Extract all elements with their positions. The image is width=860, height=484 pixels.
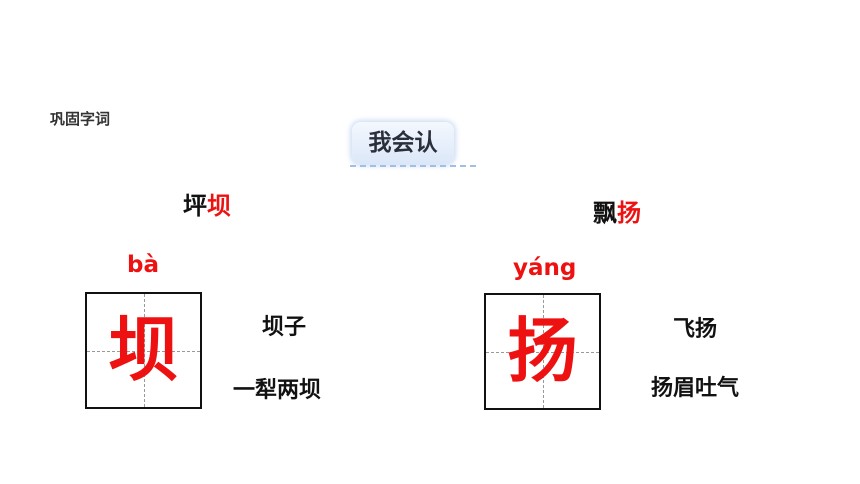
left-pinyin: bà bbox=[127, 252, 159, 278]
lesson-badge: 我会认 bbox=[352, 122, 454, 164]
right-pinyin: yáng bbox=[513, 255, 577, 281]
badge-underline bbox=[350, 165, 476, 167]
left-tianzige-box: 坝 bbox=[85, 292, 202, 409]
right-word-prefix: 飘 bbox=[593, 199, 617, 227]
grid-horizontal-line bbox=[486, 351, 599, 353]
left-phrase-2: 一犁两坝 bbox=[233, 378, 322, 403]
right-phrase-2: 扬眉吐气 bbox=[651, 376, 740, 401]
right-tianzige-box: 扬 bbox=[484, 293, 601, 410]
right-word-highlight: 扬 bbox=[617, 199, 641, 227]
right-character: 扬 bbox=[507, 310, 578, 392]
left-phrase-1: 坝子 bbox=[262, 315, 307, 340]
grid-horizontal-line bbox=[87, 350, 200, 352]
left-character: 坝 bbox=[108, 309, 179, 391]
left-word-prefix: 坪 bbox=[183, 192, 207, 220]
section-title: 巩固字词 bbox=[50, 110, 111, 128]
left-word-highlight: 坝 bbox=[207, 192, 231, 220]
left-word: 坪坝 bbox=[183, 186, 231, 221]
right-word: 飘扬 bbox=[593, 193, 641, 228]
right-phrase-1: 飞扬 bbox=[673, 317, 718, 342]
